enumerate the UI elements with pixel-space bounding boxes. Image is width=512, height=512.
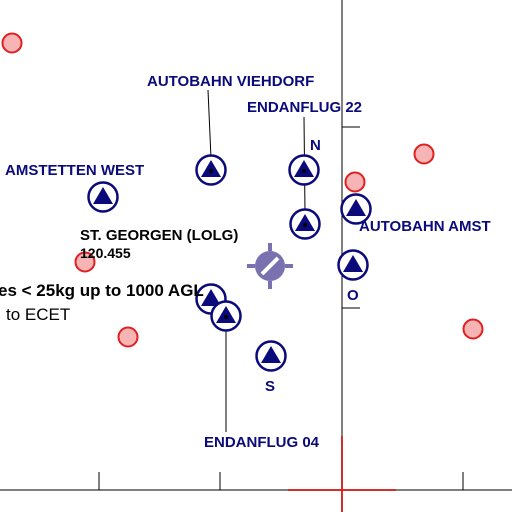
reporting-point-circle-icon[interactable] [74, 251, 96, 273]
airport-name: ST. GEORGEN (LOLG) [80, 227, 238, 244]
waypoint-triangle-circle-icon[interactable] [87, 181, 119, 213]
label-amstetten-west: AMSTETTEN WEST [5, 162, 144, 179]
reporting-point-circle-icon[interactable] [413, 143, 435, 165]
waypoint-triangle-circle-icon[interactable] [337, 249, 369, 281]
airport-frequency: 120.455 [80, 245, 131, 261]
label-south: S [265, 378, 275, 395]
waypoint-triangle-circle-icon[interactable] [195, 154, 227, 186]
label-east: O [347, 287, 359, 304]
reporting-point-circle-icon[interactable] [344, 171, 366, 193]
label-endanflug-22: ENDANFLUG 22 [247, 99, 362, 116]
waypoint-triangle-circle-icon[interactable] [288, 154, 320, 186]
label-endanflug-04: ENDANFLUG 04 [204, 434, 320, 451]
airport-runway-icon[interactable] [247, 243, 293, 289]
waypoint-triangle-circle-icon[interactable] [289, 208, 321, 240]
note-ecet: to ECET [6, 305, 70, 324]
leader-line-autobahn-viehdorf [207, 89, 212, 159]
reporting-point-circle-icon[interactable] [1, 32, 23, 54]
reporting-point-circle-icon[interactable] [117, 326, 139, 348]
note-drone-limit: es < 25kg up to 1000 AGL [0, 281, 204, 300]
label-autobahn-viehdorf: AUTOBAHN VIEHDORF [147, 73, 314, 90]
crosshair-icon [288, 436, 396, 512]
waypoint-triangle-circle-icon[interactable] [255, 340, 287, 372]
label-north: N [310, 137, 321, 154]
label-autobahn-amst: AUTOBAHN AMST [359, 218, 491, 235]
waypoint-triangle-circle-icon[interactable] [340, 193, 372, 225]
waypoint-triangle-circle-icon[interactable] [210, 300, 242, 332]
reporting-point-circle-icon[interactable] [462, 318, 484, 340]
